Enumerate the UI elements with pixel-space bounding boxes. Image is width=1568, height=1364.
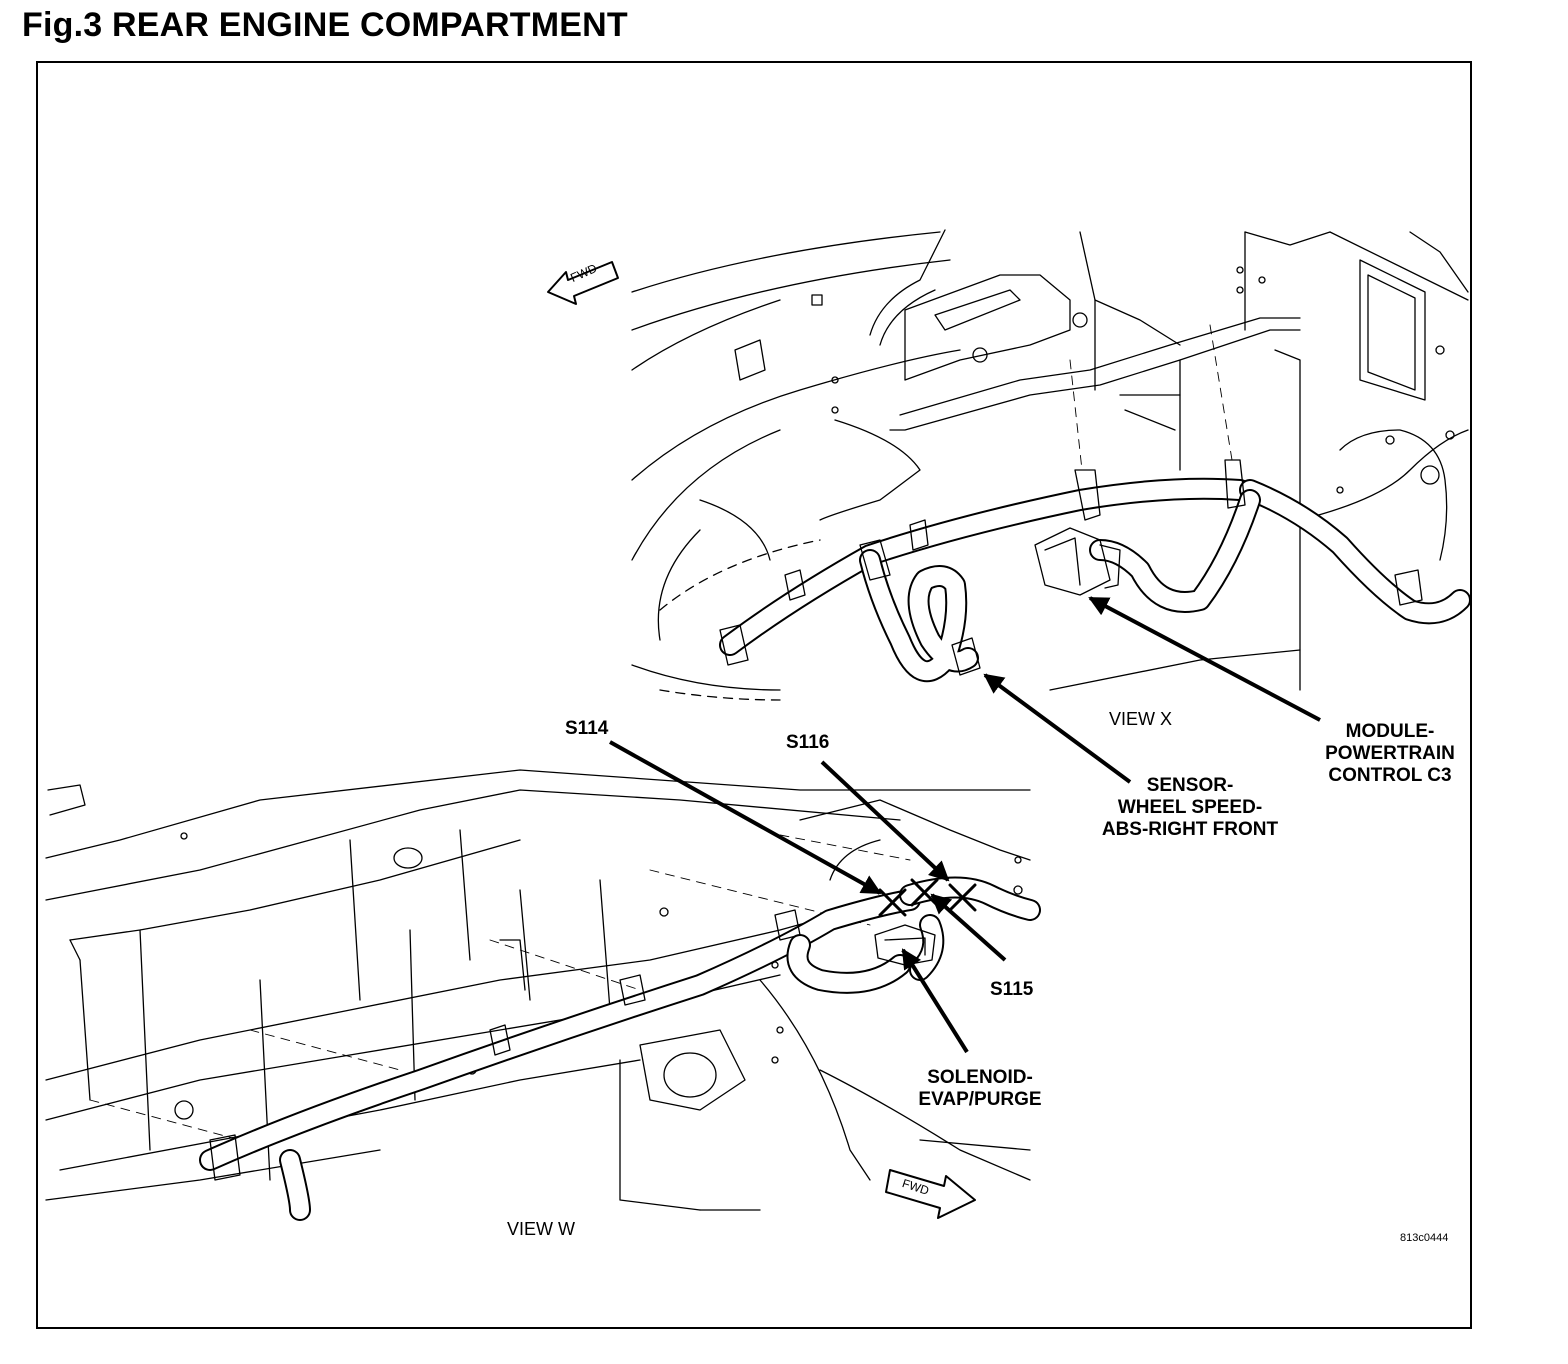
sensor-callout-line-2: WHEEL SPEED- xyxy=(1117,797,1263,818)
solenoid-callout-line-2: EVAP/PURGE xyxy=(918,1089,1042,1110)
splice-s116-label: S116 xyxy=(786,732,830,753)
module-powertrain-callout: MODULE- POWERTRAIN CONTROL C3 xyxy=(1310,721,1470,787)
module-callout-line-1: MODULE- xyxy=(1345,721,1435,742)
sensor-callout-line-1: SENSOR- xyxy=(1146,775,1234,796)
module-callout-line-2: POWERTRAIN xyxy=(1325,743,1455,764)
sensor-callout-line-3: ABS-RIGHT FRONT xyxy=(1101,819,1279,840)
drawing-id: 813c0444 xyxy=(1400,1232,1449,1244)
view-w-label: VIEW W xyxy=(507,1219,575,1239)
s115-leader xyxy=(930,893,1007,962)
splice-s115-label: S115 xyxy=(990,979,1034,1000)
splice-s114-label: S114 xyxy=(565,718,609,739)
s116-leader xyxy=(820,760,950,882)
diagram-frame xyxy=(36,61,1472,1329)
sensor-leader xyxy=(983,673,1132,784)
solenoid-leader xyxy=(901,948,969,1054)
s114-leader xyxy=(609,740,882,895)
sensor-wheel-speed-callout: SENSOR- WHEEL SPEED- ABS-RIGHT FRONT xyxy=(1090,775,1290,841)
fwd-arrow-top xyxy=(547,261,619,305)
solenoid-callout-line-1: SOLENOID- xyxy=(927,1067,1033,1088)
figure-title: Fig.3 REAR ENGINE COMPARTMENT xyxy=(22,6,628,44)
view-x-drawing xyxy=(631,229,1471,701)
module-callout-line-3: CONTROL C3 xyxy=(1328,765,1452,786)
module-pcm-leader xyxy=(1088,596,1321,722)
view-w-drawing xyxy=(45,769,1041,1221)
view-x-label: VIEW X xyxy=(1109,709,1173,729)
fwd-arrow-bottom xyxy=(885,1169,976,1219)
solenoid-evap-purge-callout: SOLENOID- EVAP/PURGE xyxy=(900,1067,1060,1111)
